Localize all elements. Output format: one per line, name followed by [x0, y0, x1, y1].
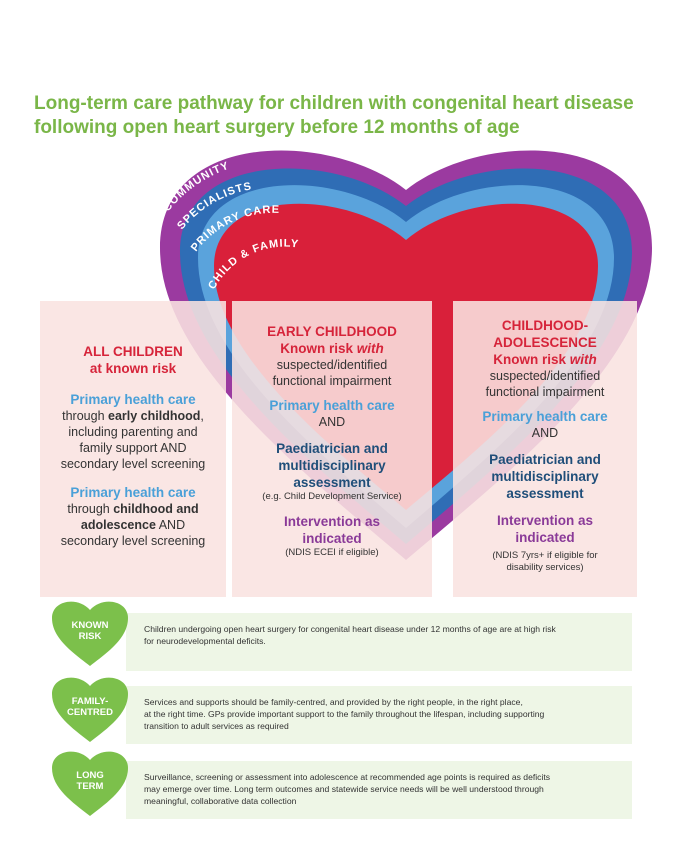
col2-sub-2: functional impairment	[238, 373, 426, 389]
badge-long-term-label: LONG TERM	[50, 770, 130, 792]
principle-2-line-3: transition to adult services as required	[144, 720, 618, 732]
col2-heading-2: Known risk with	[238, 340, 426, 357]
col3-assess-3: assessment	[459, 485, 631, 502]
badge-known-risk-label: KNOWN RISK	[50, 620, 130, 642]
column-childhood-adolescence: CHILDHOOD- ADOLESCENCE Known risk with s…	[453, 301, 637, 597]
column-all-children: ALL CHILDREN at known risk Primary healt…	[40, 301, 226, 597]
badge-family-centred-label: FAMILY- CENTRED	[50, 696, 130, 718]
principle-row-family-centred: Services and supports should be family-c…	[126, 686, 632, 744]
principle-2-line-2: at the right time. GPs provide important…	[144, 708, 618, 720]
col3-assess-1: Paediatrician and	[459, 451, 631, 468]
col1-heading-1: ALL CHILDREN	[46, 343, 220, 360]
col1-care1-line4: secondary level screening	[46, 456, 220, 472]
col3-heading-2: ADOLESCENCE	[459, 334, 631, 351]
principle-3-line-3: meaningful, collaborative data collectio…	[144, 795, 618, 807]
col1-care1-line2: including parenting and	[46, 424, 220, 440]
col1-care1-title: Primary health care	[46, 391, 220, 408]
col2-care-title: Primary health care	[238, 397, 426, 414]
col3-note-2: disability services)	[459, 562, 631, 574]
col3-intervention-2: indicated	[459, 529, 631, 546]
principle-row-long-term: Surveillance, screening or assessment in…	[126, 761, 632, 819]
principle-1-line-2: for neurodevelopmental deficits.	[144, 635, 618, 647]
badge-known-risk: KNOWN RISK	[50, 596, 130, 668]
col1-heading-2: at known risk	[46, 360, 220, 377]
col2-sub-1: suspected/identified	[238, 357, 426, 373]
col2-note: (NDIS ECEI if eligible)	[238, 547, 426, 559]
principle-1-line-1: Children undergoing open heart surgery f…	[144, 623, 618, 635]
col3-and: AND	[459, 425, 631, 441]
col3-intervention-1: Intervention as	[459, 512, 631, 529]
col3-assess-2: multidisciplinary	[459, 468, 631, 485]
col1-care1-line3: family support AND	[46, 440, 220, 456]
column-early-childhood: EARLY CHILDHOOD Known risk with suspecte…	[232, 301, 432, 597]
principle-3-line-1: Surveillance, screening or assessment in…	[144, 771, 618, 783]
col2-assess-3: assessment	[238, 474, 426, 491]
col3-note-1: (NDIS 7yrs+ if eligible for	[459, 550, 631, 562]
col2-assess-1: Paediatrician and	[238, 440, 426, 457]
col2-heading-1: EARLY CHILDHOOD	[238, 323, 426, 340]
col1-care2-line3: secondary level screening	[46, 533, 220, 549]
col2-intervention-2: indicated	[238, 530, 426, 547]
badge-long-term: LONG TERM	[50, 746, 130, 818]
col2-intervention-1: Intervention as	[238, 513, 426, 530]
badge-family-centred: FAMILY- CENTRED	[50, 672, 130, 744]
col1-care2-line1: through childhood and	[46, 501, 220, 517]
col1-care2-title: Primary health care	[46, 484, 220, 501]
principle-3-line-2: may emerge over time. Long term outcomes…	[144, 783, 618, 795]
col2-assess-2: multidisciplinary	[238, 457, 426, 474]
principle-row-known-risk: Children undergoing open heart surgery f…	[126, 613, 632, 671]
col1-care1-line1: through early childhood,	[46, 408, 220, 424]
col2-and: AND	[238, 414, 426, 430]
col3-care-title: Primary health care	[459, 408, 631, 425]
col2-example: (e.g. Child Development Service)	[238, 491, 426, 503]
col3-sub-1: suspected/identified	[459, 368, 631, 384]
principle-2-line-1: Services and supports should be family-c…	[144, 696, 618, 708]
col3-heading-3: Known risk with	[459, 351, 631, 368]
col1-care2-line2: adolescence AND	[46, 517, 220, 533]
col3-heading-1: CHILDHOOD-	[459, 317, 631, 334]
col3-sub-2: functional impairment	[459, 384, 631, 400]
